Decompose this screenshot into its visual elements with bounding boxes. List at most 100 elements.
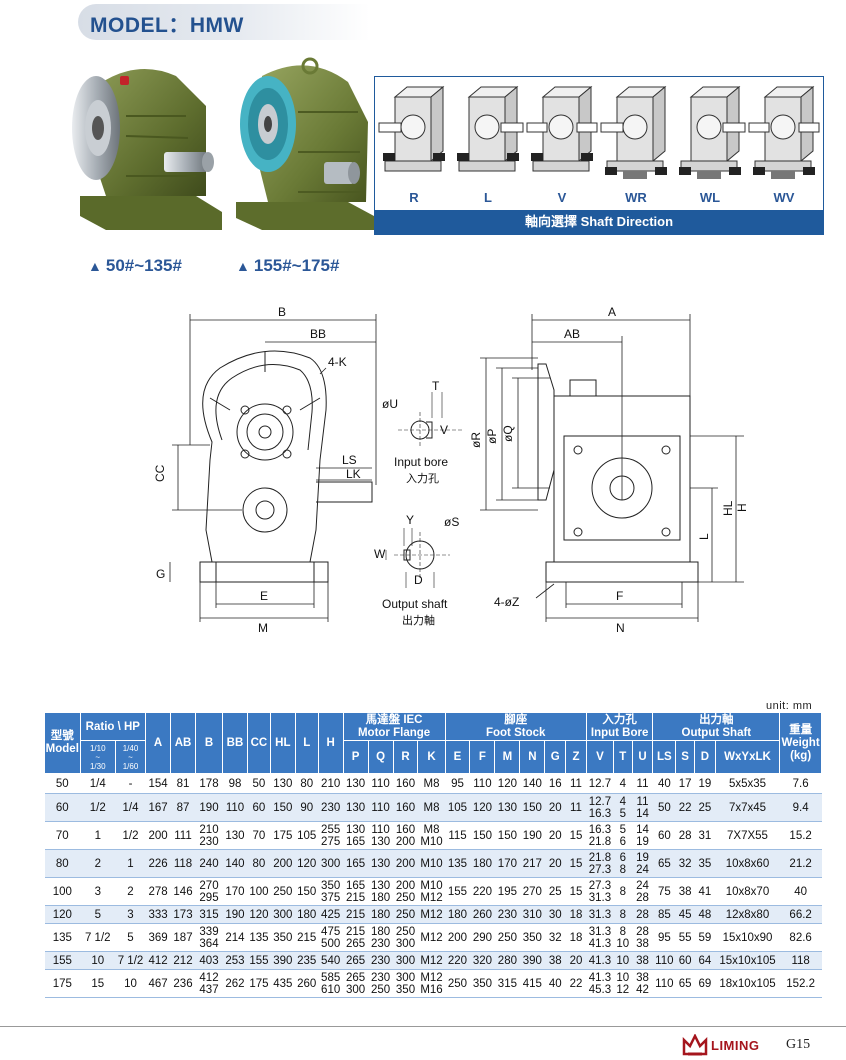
table-cell: 38 [632, 951, 653, 970]
shaft-dir-r[interactable]: R [409, 190, 419, 205]
dim-b: B [278, 305, 286, 319]
table-cell: 16 [544, 773, 566, 794]
page-title: MODEL：HMW [90, 14, 244, 37]
table-cell: 350 [469, 969, 495, 998]
table-cell: 65 [675, 969, 695, 998]
shaft-dir-v[interactable]: V [557, 190, 567, 205]
table-cell: 60 [652, 821, 676, 850]
shaft-dir-wr-image [599, 83, 673, 193]
dim-p: øP [485, 429, 499, 444]
table-cell: 19 24 [632, 849, 653, 878]
th-p: P [342, 740, 369, 774]
table-cell: 130 [343, 773, 369, 794]
table-cell: M12 [417, 951, 446, 970]
table-cell: 415 [519, 969, 545, 998]
table-cell: 230 [368, 951, 394, 970]
table-cell: 585 610 [318, 969, 344, 998]
dim-q: øQ [501, 425, 515, 442]
shaft-dir-l[interactable]: L [484, 190, 492, 205]
dim-hl: HL [721, 500, 735, 516]
table-cell: - [115, 773, 146, 794]
table-cell: 220 [445, 951, 470, 970]
table-cell: 105 [445, 793, 470, 822]
table-cell: 300 [393, 951, 418, 970]
table-cell: 190 [519, 821, 545, 850]
table-cell: 19 [694, 773, 716, 794]
table-cell: 11 [632, 773, 653, 794]
caption-small: ▲50#~135# [88, 256, 182, 275]
table-cell: 214 [222, 923, 248, 952]
table-cell: 425 [318, 905, 344, 924]
table-cell: 118 [170, 849, 196, 878]
table-cell: 21.8 27.3 [586, 849, 614, 878]
table-cell: 215 [295, 923, 319, 952]
table-cell: 150 [295, 877, 319, 906]
table-cell: 135 [44, 923, 81, 952]
table-cell: 75 [652, 877, 676, 906]
table-cell: 175 [247, 969, 271, 998]
table-cell: 154 [145, 773, 171, 794]
table-cell: 350 375 [318, 877, 344, 906]
footer-divider [0, 1026, 846, 1027]
table-cell: 150 [519, 793, 545, 822]
table-cell: 40 [544, 969, 566, 998]
table-cell: 4 [613, 773, 633, 794]
table-cell: 8 10 [613, 923, 633, 952]
table-cell: 21.2 [779, 849, 822, 878]
table-cell: 1 [115, 849, 146, 878]
table-cell: M8 M10 [417, 821, 446, 850]
table-cell: 110 [652, 969, 676, 998]
table-cell: 60 [247, 793, 271, 822]
table-cell: 85 [652, 905, 676, 924]
table-cell: 270 [519, 877, 545, 906]
table-cell: 60 [675, 951, 695, 970]
table-cell: 7 1/2 [115, 951, 146, 970]
table-cell: 120 [494, 773, 520, 794]
table-cell: 80 [247, 849, 271, 878]
table-cell: 170 [222, 877, 248, 906]
table-cell: 210 [318, 773, 344, 794]
table-cell: 22 [565, 969, 587, 998]
table-cell: 118 [779, 951, 822, 970]
table-cell: 412 437 [195, 969, 223, 998]
shaft-dir-wv[interactable]: WV [773, 190, 795, 205]
table-cell: 250 [270, 877, 296, 906]
table-cell: M12 M16 [417, 969, 446, 998]
table-cell: 350 [519, 923, 545, 952]
table-cell: 87 [170, 793, 196, 822]
table-cell: 390 [270, 951, 296, 970]
table-cell: 110 [222, 793, 248, 822]
dim-h: H [735, 503, 749, 512]
table-cell: 180 230 [368, 923, 394, 952]
table-cell: 230 250 [368, 969, 394, 998]
table-cell: 18 [565, 923, 587, 952]
table-cell: 24 28 [632, 877, 653, 906]
table-cell: 265 300 [343, 969, 369, 998]
table-cell: 315 [494, 969, 520, 998]
shaft-dir-wl[interactable]: WL [699, 190, 721, 205]
table-cell: 280 [494, 951, 520, 970]
table-cell: 20 [544, 793, 566, 822]
table-cell: 120 [247, 905, 271, 924]
table-cell: 35 [694, 849, 716, 878]
table-cell: 1/2 [80, 793, 116, 822]
table-cell: 160 [393, 773, 418, 794]
table-cell: 200 [445, 923, 470, 952]
dim-u: øU [382, 397, 398, 411]
th-e: E [444, 740, 471, 774]
table-cell: 1/2 [115, 821, 146, 850]
table-cell: 31 [694, 821, 716, 850]
dim-l: L [697, 533, 711, 540]
shaft-dir-wr[interactable]: WR [625, 190, 647, 205]
table-cell: 3 [115, 905, 146, 924]
table-cell: 315 [195, 905, 223, 924]
table-cell: 467 [145, 969, 171, 998]
table-cell: 27.3 31.3 [586, 877, 614, 906]
th-s: S [675, 740, 695, 774]
table-cell: 200 [393, 849, 418, 878]
table-cell: 20 [565, 951, 587, 970]
